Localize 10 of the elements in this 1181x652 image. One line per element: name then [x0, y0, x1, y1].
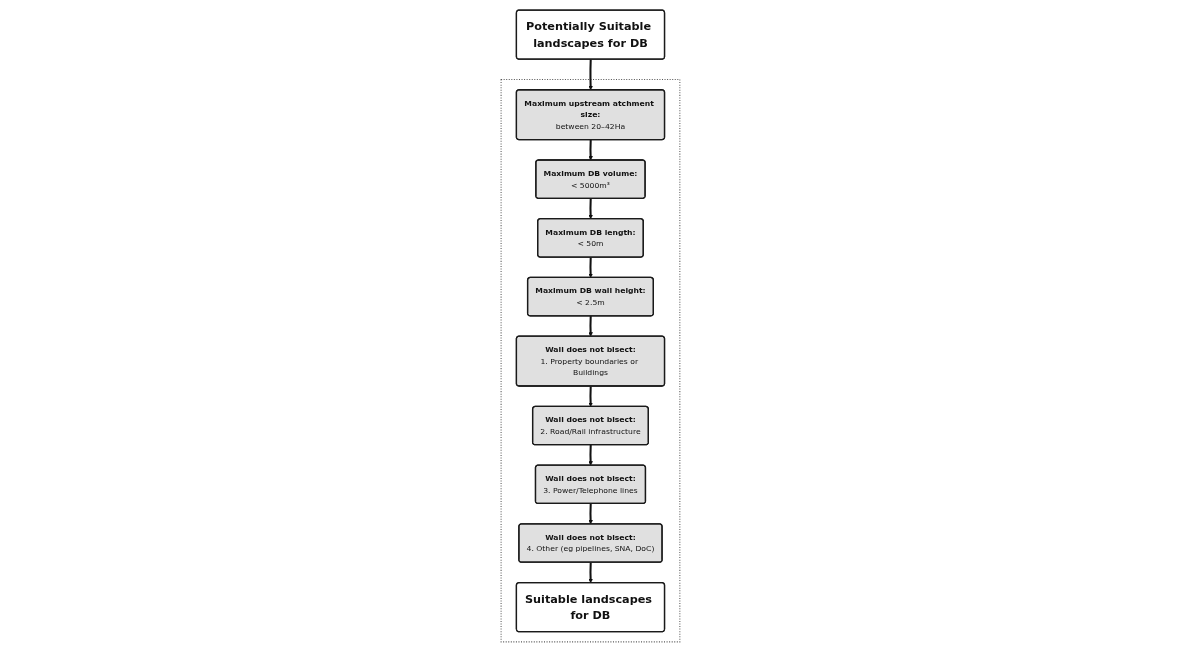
arrow — [588, 386, 593, 407]
arrow — [588, 257, 593, 278]
arrow — [588, 503, 593, 525]
cluster — [500, 79, 681, 643]
arrow — [588, 139, 593, 161]
arrow — [588, 198, 593, 220]
arrow — [588, 444, 593, 466]
arrow — [588, 562, 593, 584]
arrow — [588, 316, 593, 337]
arrow — [588, 59, 593, 91]
